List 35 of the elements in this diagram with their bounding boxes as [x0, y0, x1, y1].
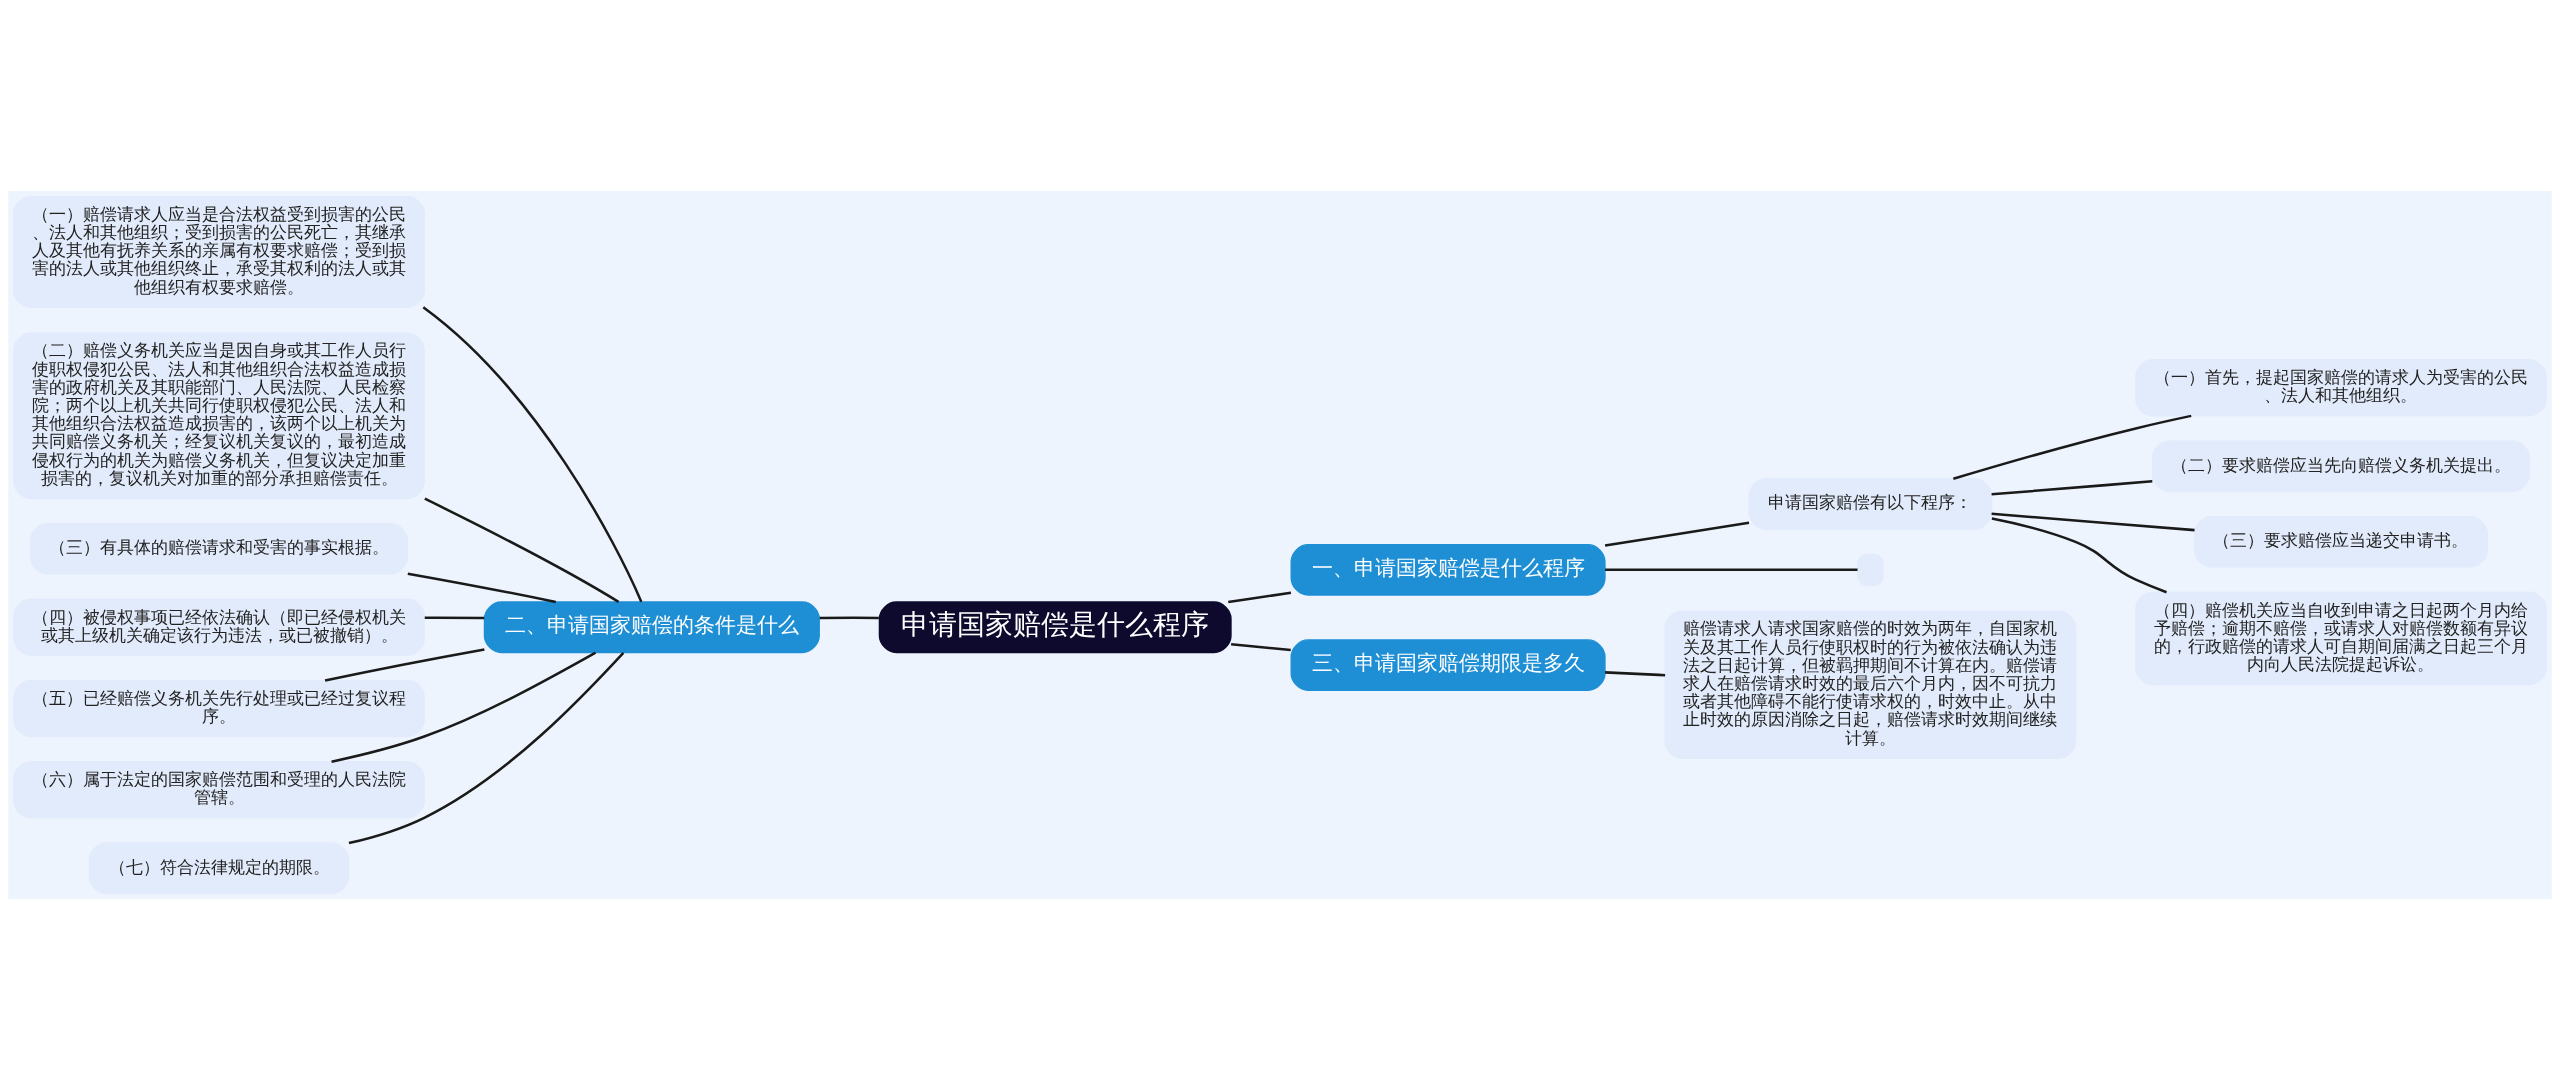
node-box: （五）已经赔偿义务机关先行处理或已经过复议程序。 — [13, 679, 425, 737]
connector — [1991, 479, 2153, 496]
node-box: 三、申请国家赔偿期限是多久 — [1290, 638, 1606, 691]
connector — [324, 647, 485, 682]
node-box: 一、申请国家赔偿是什么程序 — [1290, 543, 1606, 596]
node-box: 申请国家赔偿有以下程序： — [1748, 477, 1993, 530]
node-box: （一）首先，提起国家赔偿的请求人为受害的公民、法人和其他组织。 — [2135, 358, 2547, 416]
connector — [422, 305, 643, 602]
connector — [424, 616, 485, 619]
node-box: （一）赔偿请求人应当是合法权益受到损害的公民、法人和其他组织；受到损害的公民死亡，其继承人及其他有抚养关系的亲属有权要求赔偿；受到损害的法人或其他组织终止，承受其权利的法人或其他组织有权要求赔偿。 — [13, 195, 425, 308]
node-box: （二）要求赔偿应当先向赔偿义务机关提出。 — [2151, 439, 2531, 492]
connector — [1228, 591, 1292, 603]
node-box: 赔偿请求人请求国家赔偿的时效为两年，自国家机关及其工作人员行使职权时的行为被依法确认为违法之日起计算，但被羁押期间不计算在内。赔偿请求人在赔偿请求时效的最后六个月内，因不可抗力或者其他障碍不能行使请求权的，时效中止。从中止时效的原因消除之日起，赔偿请求时效期间继续计算。 — [1664, 609, 2077, 759]
node-box: （二）赔偿义务机关应当是因自身或其工作人员行使职权侵犯公民、法人和其他组织合法权益造成损害的政府机关及其职能部门、人民法院、人民检察院；两个以上机关共同行使职权侵犯公民、法人和其他组织合法权益造成损害的，该两个以上机关为共同赔偿义务机关；经复议机关复议的，最初造成侵权行为的机关为赔偿义务机关，但复议决定加重损害的，复议机关对加重的部分承担赔偿责任。 — [13, 331, 425, 499]
connector — [1991, 511, 2195, 531]
node-box: （七）符合法律规定的期限。 — [88, 841, 350, 894]
connector — [819, 616, 879, 619]
connector — [1991, 516, 2167, 593]
node-box — [1857, 553, 1884, 586]
connector — [1605, 670, 1666, 676]
connector — [407, 571, 557, 603]
connector — [424, 497, 620, 603]
node-box: （四）赔偿机关应当自收到申请之日起两个月内给予赔偿；逾期不赔偿，或请求人对赔偿数额有异议的，行政赔偿的请求人可自期间届满之日起三个月内向人民法院提起诉讼。 — [2135, 591, 2547, 685]
connector — [1231, 642, 1291, 651]
node-box: 二、申请国家赔偿的条件是什么 — [483, 600, 820, 653]
connector — [1605, 568, 1858, 571]
node-box: （六）属于法定的国家赔偿范围和受理的人民法院管辖。 — [13, 760, 425, 818]
connector — [348, 651, 625, 844]
connector — [1953, 414, 2192, 480]
connector — [331, 651, 597, 763]
connector — [1604, 521, 1750, 547]
node-box: （三）有具体的赔偿请求和受害的事实根据。 — [29, 522, 409, 575]
node-box: （三）要求赔偿应当递交申请书。 — [2193, 515, 2488, 568]
node-box: （四）被侵权事项已经依法确认（即已经侵权机关或其上级机关确定该行为违法，或已被撤销）。 — [13, 598, 425, 656]
node-box: 申请国家赔偿是什么程序 — [878, 600, 1232, 653]
